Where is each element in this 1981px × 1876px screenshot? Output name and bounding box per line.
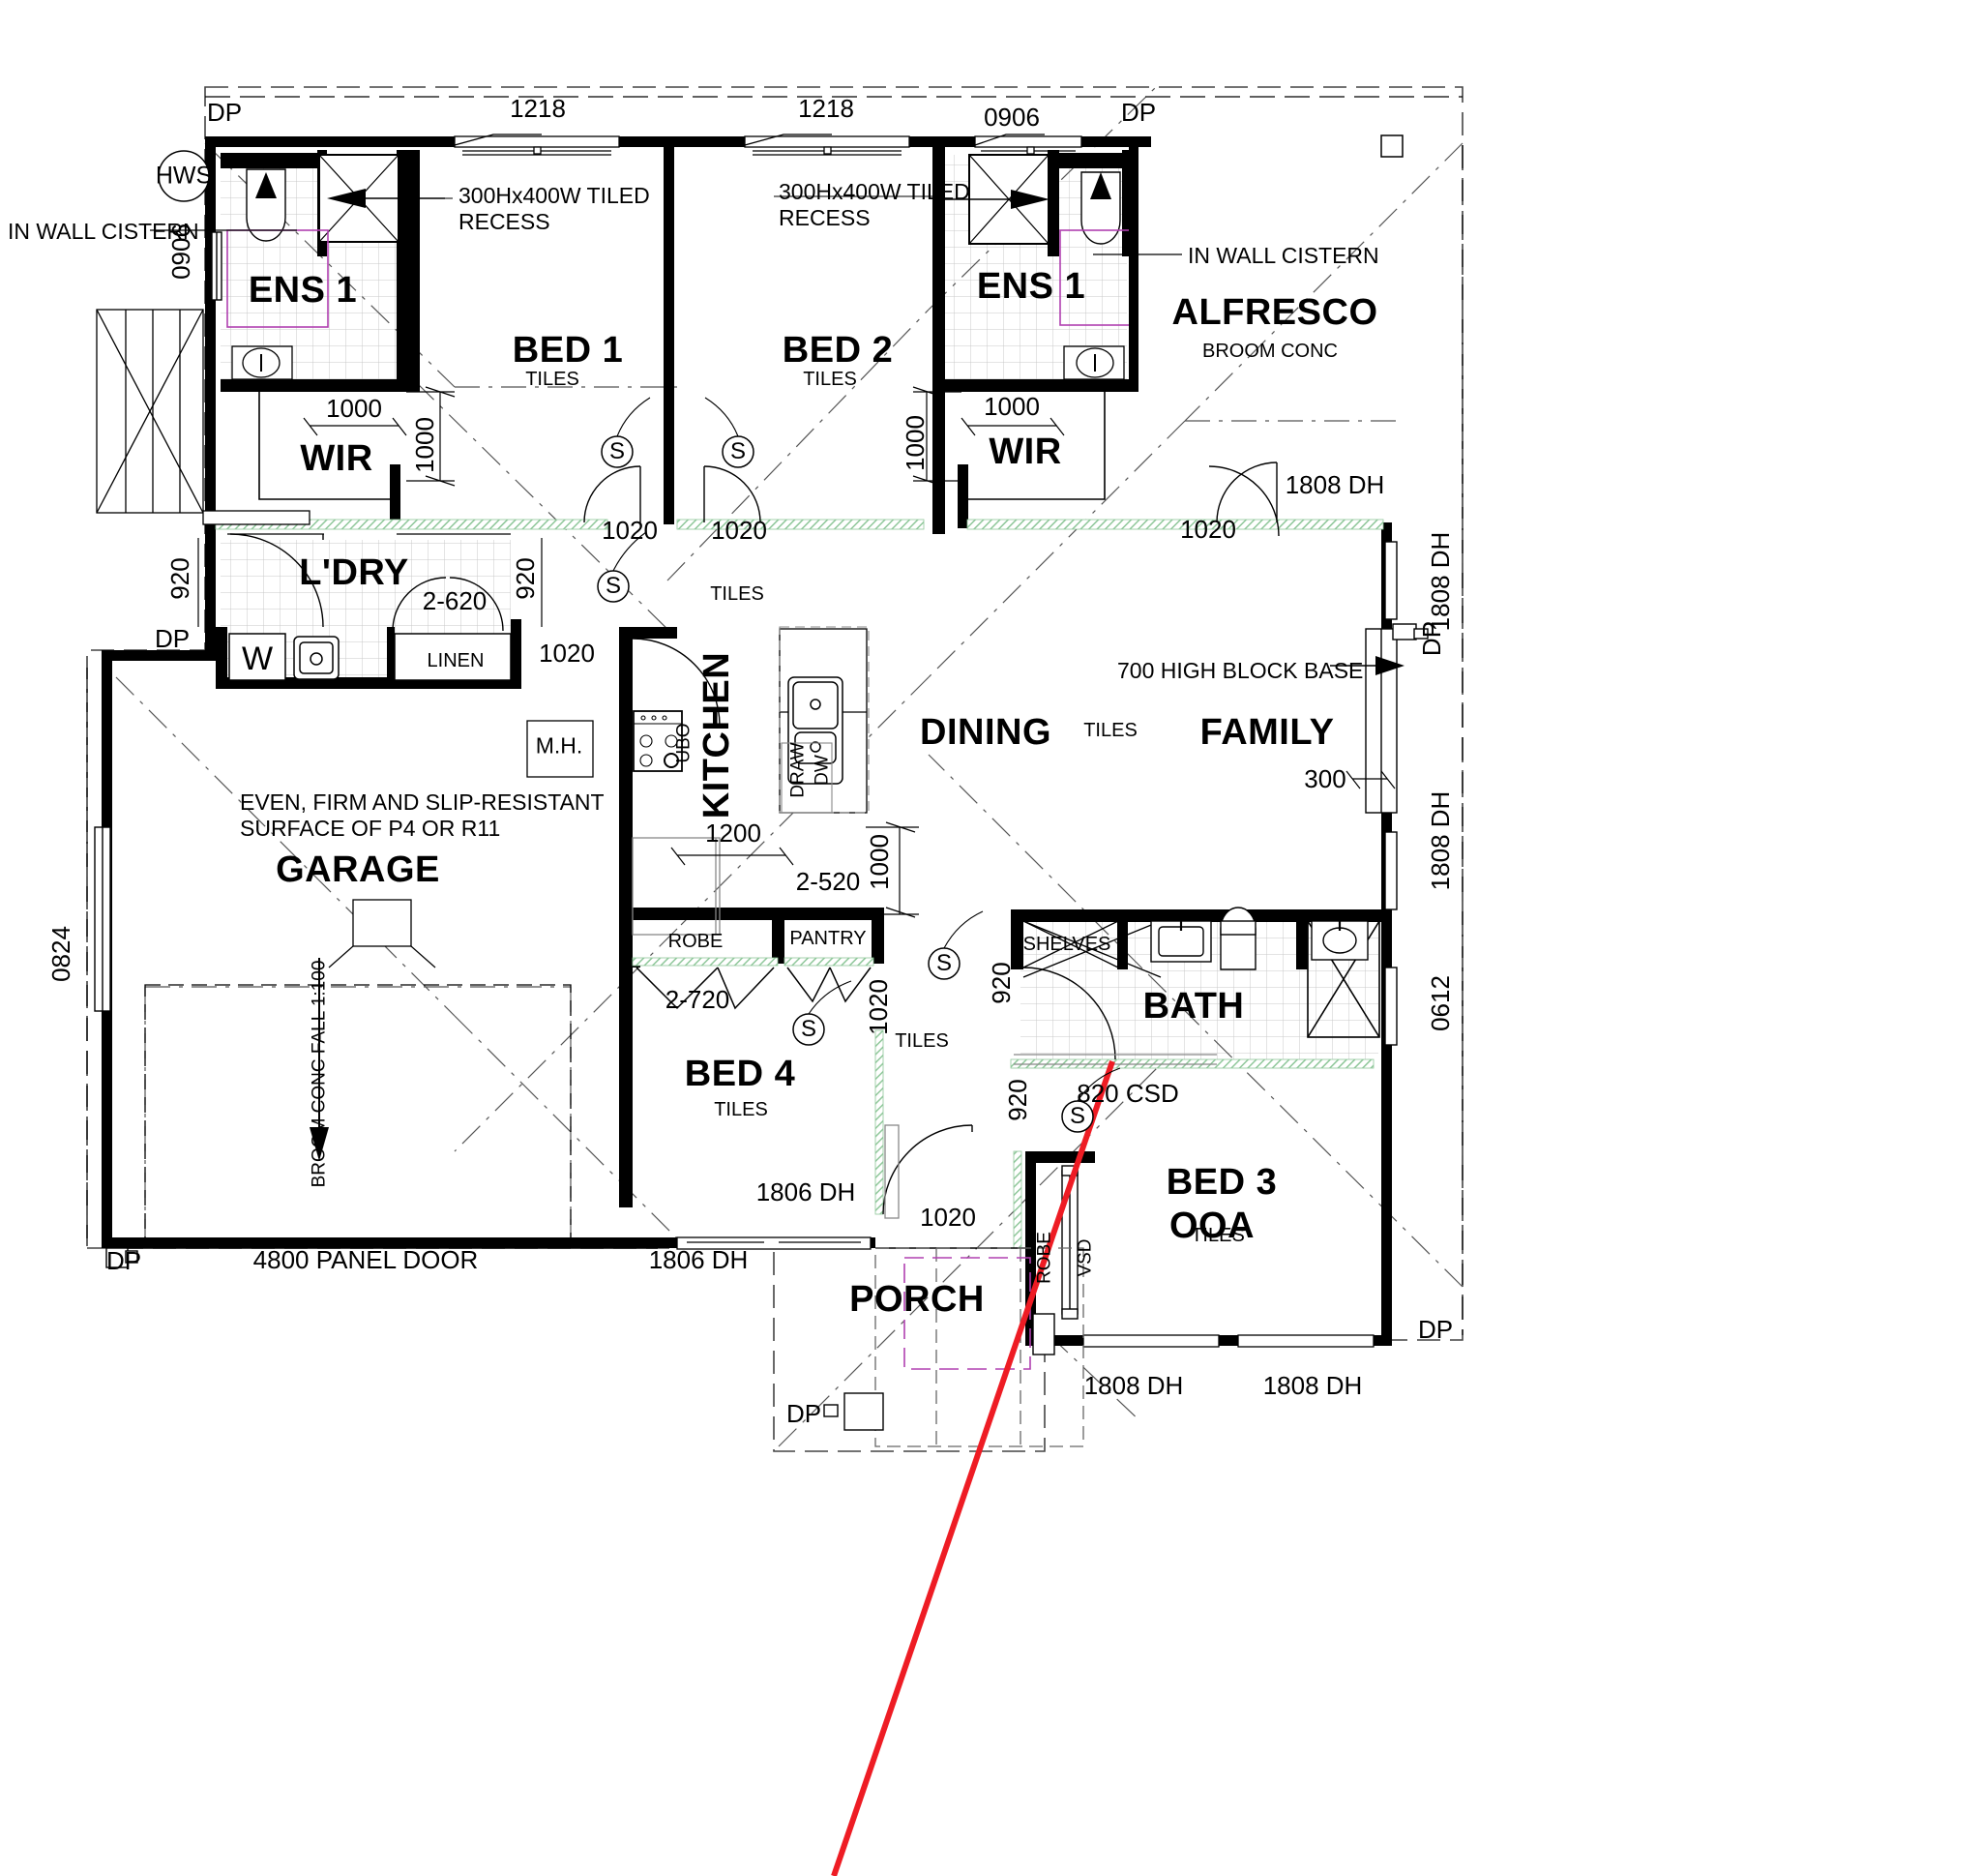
dimension-1808-dh-a: 1808 DH: [1285, 470, 1385, 499]
annotation-in-wall-cistern-left: IN WALL CISTERN: [8, 219, 199, 244]
room-label-alfresco: ALFRESCO: [1171, 292, 1378, 333]
dp-marker-2: DP: [1121, 98, 1157, 127]
annotation-recess-left: RECESS: [458, 209, 550, 234]
dimension-linen-2-620: 2-620: [422, 586, 488, 615]
cabinet-label-draw: DRAW: [787, 742, 809, 798]
room-label-bed3: BED 3: [1166, 1162, 1278, 1203]
dp-marker-7: DP: [1418, 1315, 1454, 1344]
smoke-alarm-4: S: [935, 950, 953, 976]
dimension-bath-920a: 920: [987, 962, 1016, 1004]
room-label-wir-right: WIR: [989, 432, 1062, 472]
floor-finish-alfresco: BROOM CONC: [1202, 341, 1338, 362]
dimension-wir-right-w: 1000: [984, 392, 1040, 421]
floor-finish-bed1: TILES: [525, 369, 579, 390]
dimension-door-1020f: 1020: [920, 1203, 976, 1232]
dimension-820-csd: 820 CSD: [1077, 1079, 1179, 1108]
dimension-wir-right-h: 1000: [901, 415, 930, 471]
dimension-pantry-1000: 1000: [865, 834, 894, 890]
floor-finish-hall2: TILES: [895, 1030, 949, 1052]
dimension-door-1020c: 1020: [1180, 515, 1236, 544]
dimension-door-1020b: 1020: [711, 516, 767, 545]
dimension-wir-left-w: 1000: [326, 394, 382, 423]
smoke-alarm-2: S: [729, 438, 747, 464]
dimension-1806-dh-a: 1806 DH: [755, 1177, 856, 1206]
floor-finish-hall: TILES: [710, 583, 764, 605]
room-label-bed4: BED 4: [684, 1054, 796, 1094]
room-label-wir-left: WIR: [300, 438, 373, 479]
room-label-bed1: BED 1: [512, 330, 624, 371]
annotation-in-wall-cistern-right: IN WALL CISTERN: [1188, 243, 1379, 268]
dimension-door-1020e: 1020: [864, 979, 893, 1035]
room-label-porch: PORCH: [849, 1279, 985, 1320]
dp-marker-1: DP: [207, 98, 243, 127]
annotation-broom-conc-fall: BROOM CONC FALL 1:100: [309, 960, 330, 1188]
dimension-door-1020a: 1020: [602, 516, 658, 545]
room-label-ldry: L'DRY: [299, 552, 409, 593]
smoke-alarm-6: S: [1069, 1103, 1086, 1129]
floor-finish-bed2: TILES: [803, 369, 857, 390]
dp-marker-6: DP: [786, 1399, 822, 1428]
hws-marker: HWS: [155, 162, 213, 190]
annotation-slip-resistant-2: SURFACE OF P4 OR R11: [240, 816, 501, 841]
dimension-1808-dh-c: 1808 DH: [1426, 790, 1455, 891]
room-label-family: FAMILY: [1199, 712, 1335, 753]
dimension-top-0906: 0906: [984, 103, 1040, 132]
annotation-block-base: 700 HIGH BLOCK BASE: [1117, 658, 1364, 683]
room-label-bed2: BED 2: [782, 330, 894, 371]
annotation-tiled-recess-right: 300Hx400W TILED: [779, 179, 970, 204]
annotation-recess-right: RECESS: [779, 205, 871, 230]
room-label-dining: DINING: [920, 712, 1051, 753]
dimension-left-0824: 0824: [46, 926, 75, 982]
dimension-1806-dh-b: 1806 DH: [648, 1245, 749, 1274]
room-label-bed3-ooa: OOA: [1168, 1206, 1256, 1246]
annotation-slip-resistant-1: EVEN, FIRM AND SLIP-RESISTANT: [240, 789, 605, 815]
dimension-wir-left-h: 1000: [410, 417, 439, 473]
appliance-label-dw: DW: [812, 755, 833, 786]
dimension-ldry-920a: 920: [165, 557, 194, 600]
dimension-kitchen-1200: 1200: [705, 819, 761, 848]
floor-finish-bed3: TILES: [1191, 1225, 1245, 1246]
floor-finish-bed4: TILES: [714, 1099, 768, 1120]
dimension-1808-dh-e: 1808 DH: [1262, 1371, 1363, 1400]
dimension-top-1218b: 1218: [798, 94, 854, 123]
dimension-ldry-920b: 920: [511, 557, 540, 600]
dp-marker-5: DP: [106, 1246, 142, 1275]
dimension-top-1218a: 1218: [510, 94, 566, 123]
room-label-garage: GARAGE: [276, 849, 440, 890]
cabinet-label-linen: LINEN: [427, 650, 485, 671]
cabinet-label-robe: ROBE: [667, 931, 724, 952]
dimension-1808-dh-d: 1808 DH: [1083, 1371, 1184, 1400]
dimension-family-300: 300: [1304, 764, 1346, 793]
dp-marker-3: DP: [155, 624, 191, 653]
cabinet-label-manhole: M.H.: [535, 732, 583, 759]
smoke-alarm-1: S: [608, 438, 626, 464]
dimension-1808-dh-b: 1808 DH: [1426, 531, 1455, 632]
smoke-alarm-3: S: [605, 573, 622, 599]
cabinet-label-pantry: PANTRY: [789, 928, 867, 949]
annotation-tiled-recess-left: 300Hx400W TILED: [458, 183, 650, 208]
window-label-vsd: VSD: [1075, 1238, 1096, 1277]
dimension-0612: 0612: [1426, 975, 1455, 1031]
cabinet-label-robe-bed3: ROBE: [1034, 1232, 1055, 1284]
appliance-label-washer: W: [241, 640, 274, 677]
room-label-kitchen: KITCHEN: [696, 651, 737, 819]
room-label-bath: BATH: [1142, 986, 1245, 1027]
room-label-ens1-right: ENS 1: [976, 266, 1086, 307]
dimension-robe-2-720: 2-720: [665, 985, 730, 1014]
dimension-door-1020d: 1020: [539, 639, 595, 668]
smoke-alarm-5: S: [800, 1016, 817, 1042]
dp-marker-4: DP: [1417, 620, 1446, 657]
appliance-label-ubo: UBO: [673, 723, 695, 763]
dimension-panel-door: 4800 PANEL DOOR: [252, 1245, 479, 1274]
cabinet-label-shelves: SHELVES: [1022, 934, 1111, 955]
dimension-bath-920b: 920: [1003, 1079, 1032, 1121]
floor-finish-family: TILES: [1083, 720, 1138, 741]
dimension-pantry-2-520: 2-520: [795, 867, 861, 896]
room-label-ens1-left: ENS 1: [248, 270, 358, 311]
